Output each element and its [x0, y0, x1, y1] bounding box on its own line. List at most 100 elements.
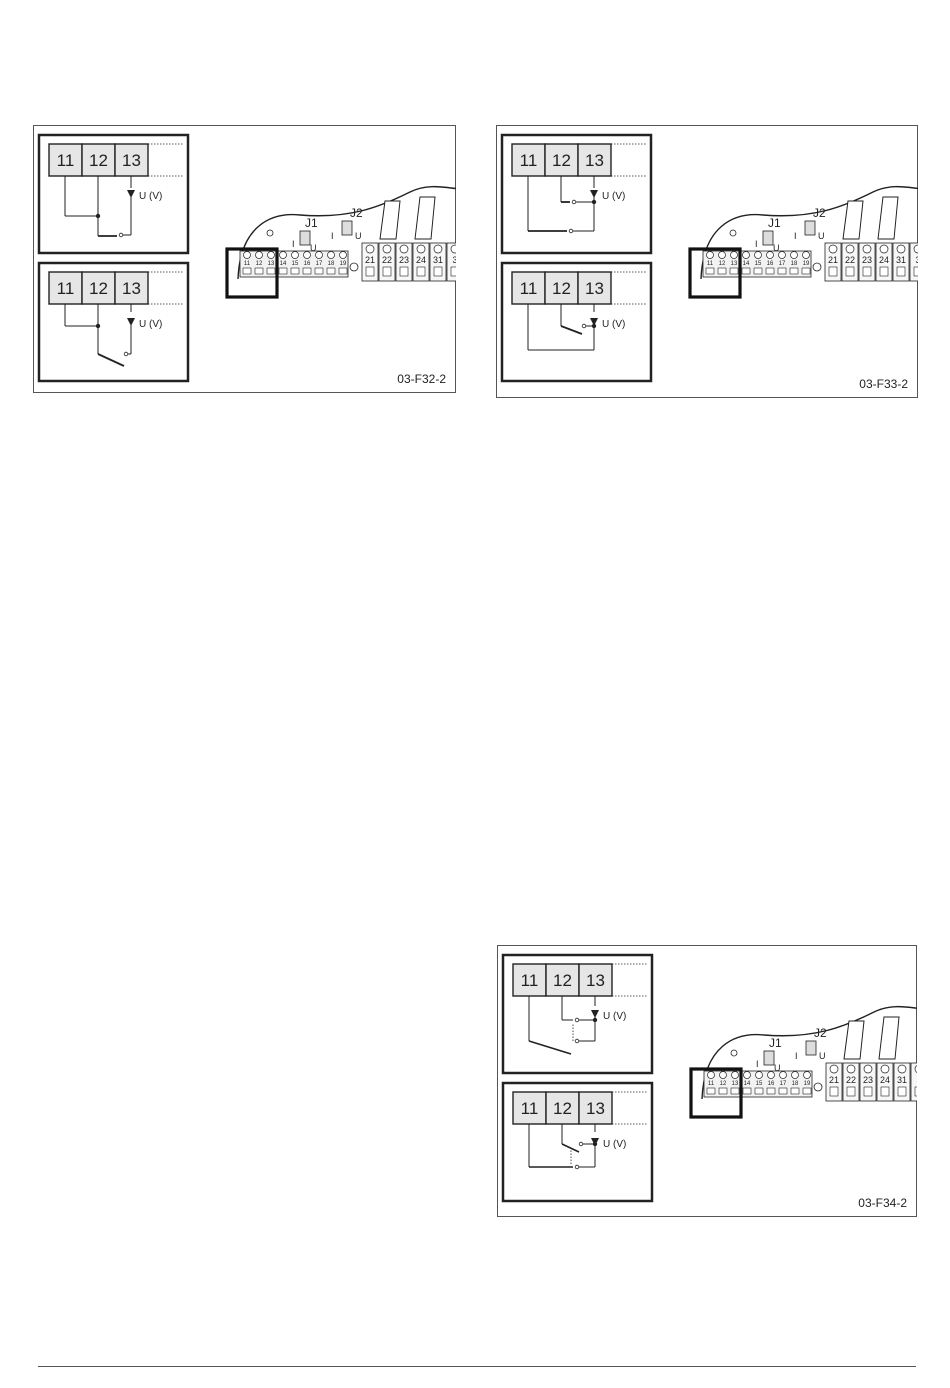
- terminal-small-label: 19: [804, 1081, 811, 1087]
- jumper-j1: [763, 231, 773, 245]
- terminal-label-12: 12: [89, 151, 108, 170]
- contact-point: [579, 1142, 583, 1146]
- voltage-label: U (V): [603, 1011, 626, 1022]
- jumper-j1: [300, 231, 310, 245]
- terminal-label-11: 11: [521, 1099, 539, 1118]
- screw-icon: [383, 245, 391, 253]
- screw-icon: [434, 245, 442, 253]
- screw-icon: [898, 1065, 906, 1073]
- terminal-label-13: 13: [122, 151, 141, 170]
- terminal-small-label: 17: [316, 261, 323, 267]
- terminal-small-label: 15: [292, 261, 299, 267]
- terminal-small-label: 17: [779, 261, 786, 267]
- wire-slot: [383, 267, 391, 276]
- wire-slot: [315, 268, 323, 274]
- terminal-small-label: 18: [791, 261, 798, 267]
- screw-icon: [791, 252, 798, 259]
- figure-id: 03-F33-2: [859, 377, 908, 391]
- terminal-small-label: 12: [719, 261, 726, 267]
- jumper-u-label: U: [818, 231, 825, 241]
- wire-slot: [790, 268, 798, 274]
- diagram-svg: 111213U (V)111213U (V)J1IUJ2IU1112131415…: [496, 125, 918, 398]
- terminal-label-11: 11: [520, 279, 538, 298]
- terminal-large-label: 23: [399, 255, 409, 265]
- wire-slot: [897, 267, 905, 276]
- screw-icon: [897, 245, 905, 253]
- screw-icon: [846, 245, 854, 253]
- wire-slot: [915, 1087, 917, 1096]
- screw-icon: [847, 1065, 855, 1073]
- terminal-large-label: 3: [452, 255, 456, 265]
- figure-03-f34-2: 111213U (V)111213U (V)J1IUJ2IU1112131415…: [497, 945, 917, 1217]
- screw-icon: [792, 1072, 799, 1079]
- jumper-j1-label: J1: [305, 216, 318, 230]
- wire-slot: [730, 268, 738, 274]
- wire-slot: [898, 1087, 906, 1096]
- wire-slot: [829, 267, 837, 276]
- schematic-bottom: 11 12 13 U (V): [503, 1083, 652, 1201]
- screw-icon: [744, 1072, 751, 1079]
- terminal-large-label: 24: [880, 1075, 890, 1085]
- screw-icon: [768, 1072, 775, 1079]
- terminal-label-13: 13: [122, 279, 141, 298]
- terminal-label-12: 12: [553, 1099, 572, 1118]
- screw-icon: [755, 252, 762, 259]
- wire-slot: [778, 268, 786, 274]
- wire-slot: [914, 267, 918, 276]
- terminal-large-label: 21: [365, 255, 375, 265]
- screw-icon: [767, 252, 774, 259]
- junction-dot: [96, 324, 100, 328]
- terminal-small-label: 14: [280, 261, 287, 267]
- terminal-large-label: 21: [828, 255, 838, 265]
- screw-icon: [829, 245, 837, 253]
- screw-icon: [400, 245, 408, 253]
- figure-id: 03-F32-2: [397, 372, 446, 386]
- screw-icon: [863, 245, 871, 253]
- terminal-small-label: 11: [244, 261, 251, 267]
- schematic-top: 111213U (V): [39, 135, 188, 253]
- wire-slot: [846, 267, 854, 276]
- screw-icon: [304, 252, 311, 259]
- wire-slot: [779, 1088, 787, 1094]
- jumper-u-label: U: [819, 1051, 826, 1061]
- terminal-large-label: 3: [916, 1075, 917, 1085]
- terminal-large-label: 31: [897, 1075, 907, 1085]
- wire-slot: [863, 267, 871, 276]
- wire-slot: [417, 267, 425, 276]
- terminal-small-label: 18: [328, 261, 335, 267]
- jumper-j1-label: J1: [769, 1036, 782, 1050]
- terminal-large-label: 21: [829, 1075, 839, 1085]
- jumper-i-label: I: [756, 1059, 759, 1069]
- jumper-i-label: I: [331, 231, 334, 241]
- wire-slot: [755, 1088, 763, 1094]
- screw-icon: [451, 245, 456, 253]
- footer-rule: [38, 1366, 916, 1367]
- wire-slot: [279, 268, 287, 274]
- terminal-label-12: 12: [89, 279, 108, 298]
- terminal-label-11: 11: [521, 971, 539, 990]
- wire-slot: [719, 1088, 727, 1094]
- wire-slot: [880, 267, 888, 276]
- jumper-j2: [806, 1041, 816, 1055]
- voltage-label: U (V): [602, 319, 625, 330]
- voltage-label: U (V): [603, 1139, 626, 1150]
- terminal-label-13: 13: [586, 971, 605, 990]
- terminal-small-label: 13: [268, 261, 275, 267]
- jumper-i-label: I: [794, 231, 797, 241]
- wire-slot: [707, 1088, 715, 1094]
- screw-icon: [804, 1072, 811, 1079]
- screw-icon: [719, 252, 726, 259]
- screw-icon: [340, 252, 347, 259]
- terminal-label-11: 11: [57, 151, 75, 170]
- terminal-label-13: 13: [586, 1099, 605, 1118]
- jumper-j2-label: J2: [813, 206, 826, 220]
- terminal-large-label: 22: [382, 255, 392, 265]
- wire-slot: [743, 1088, 751, 1094]
- jumper-u-label: U: [355, 231, 362, 241]
- terminal-large-label: 24: [416, 255, 426, 265]
- screw-icon: [756, 1072, 763, 1079]
- terminal-small-label: 16: [767, 261, 774, 267]
- screw-icon: [803, 252, 810, 259]
- contact-point: [575, 1165, 579, 1169]
